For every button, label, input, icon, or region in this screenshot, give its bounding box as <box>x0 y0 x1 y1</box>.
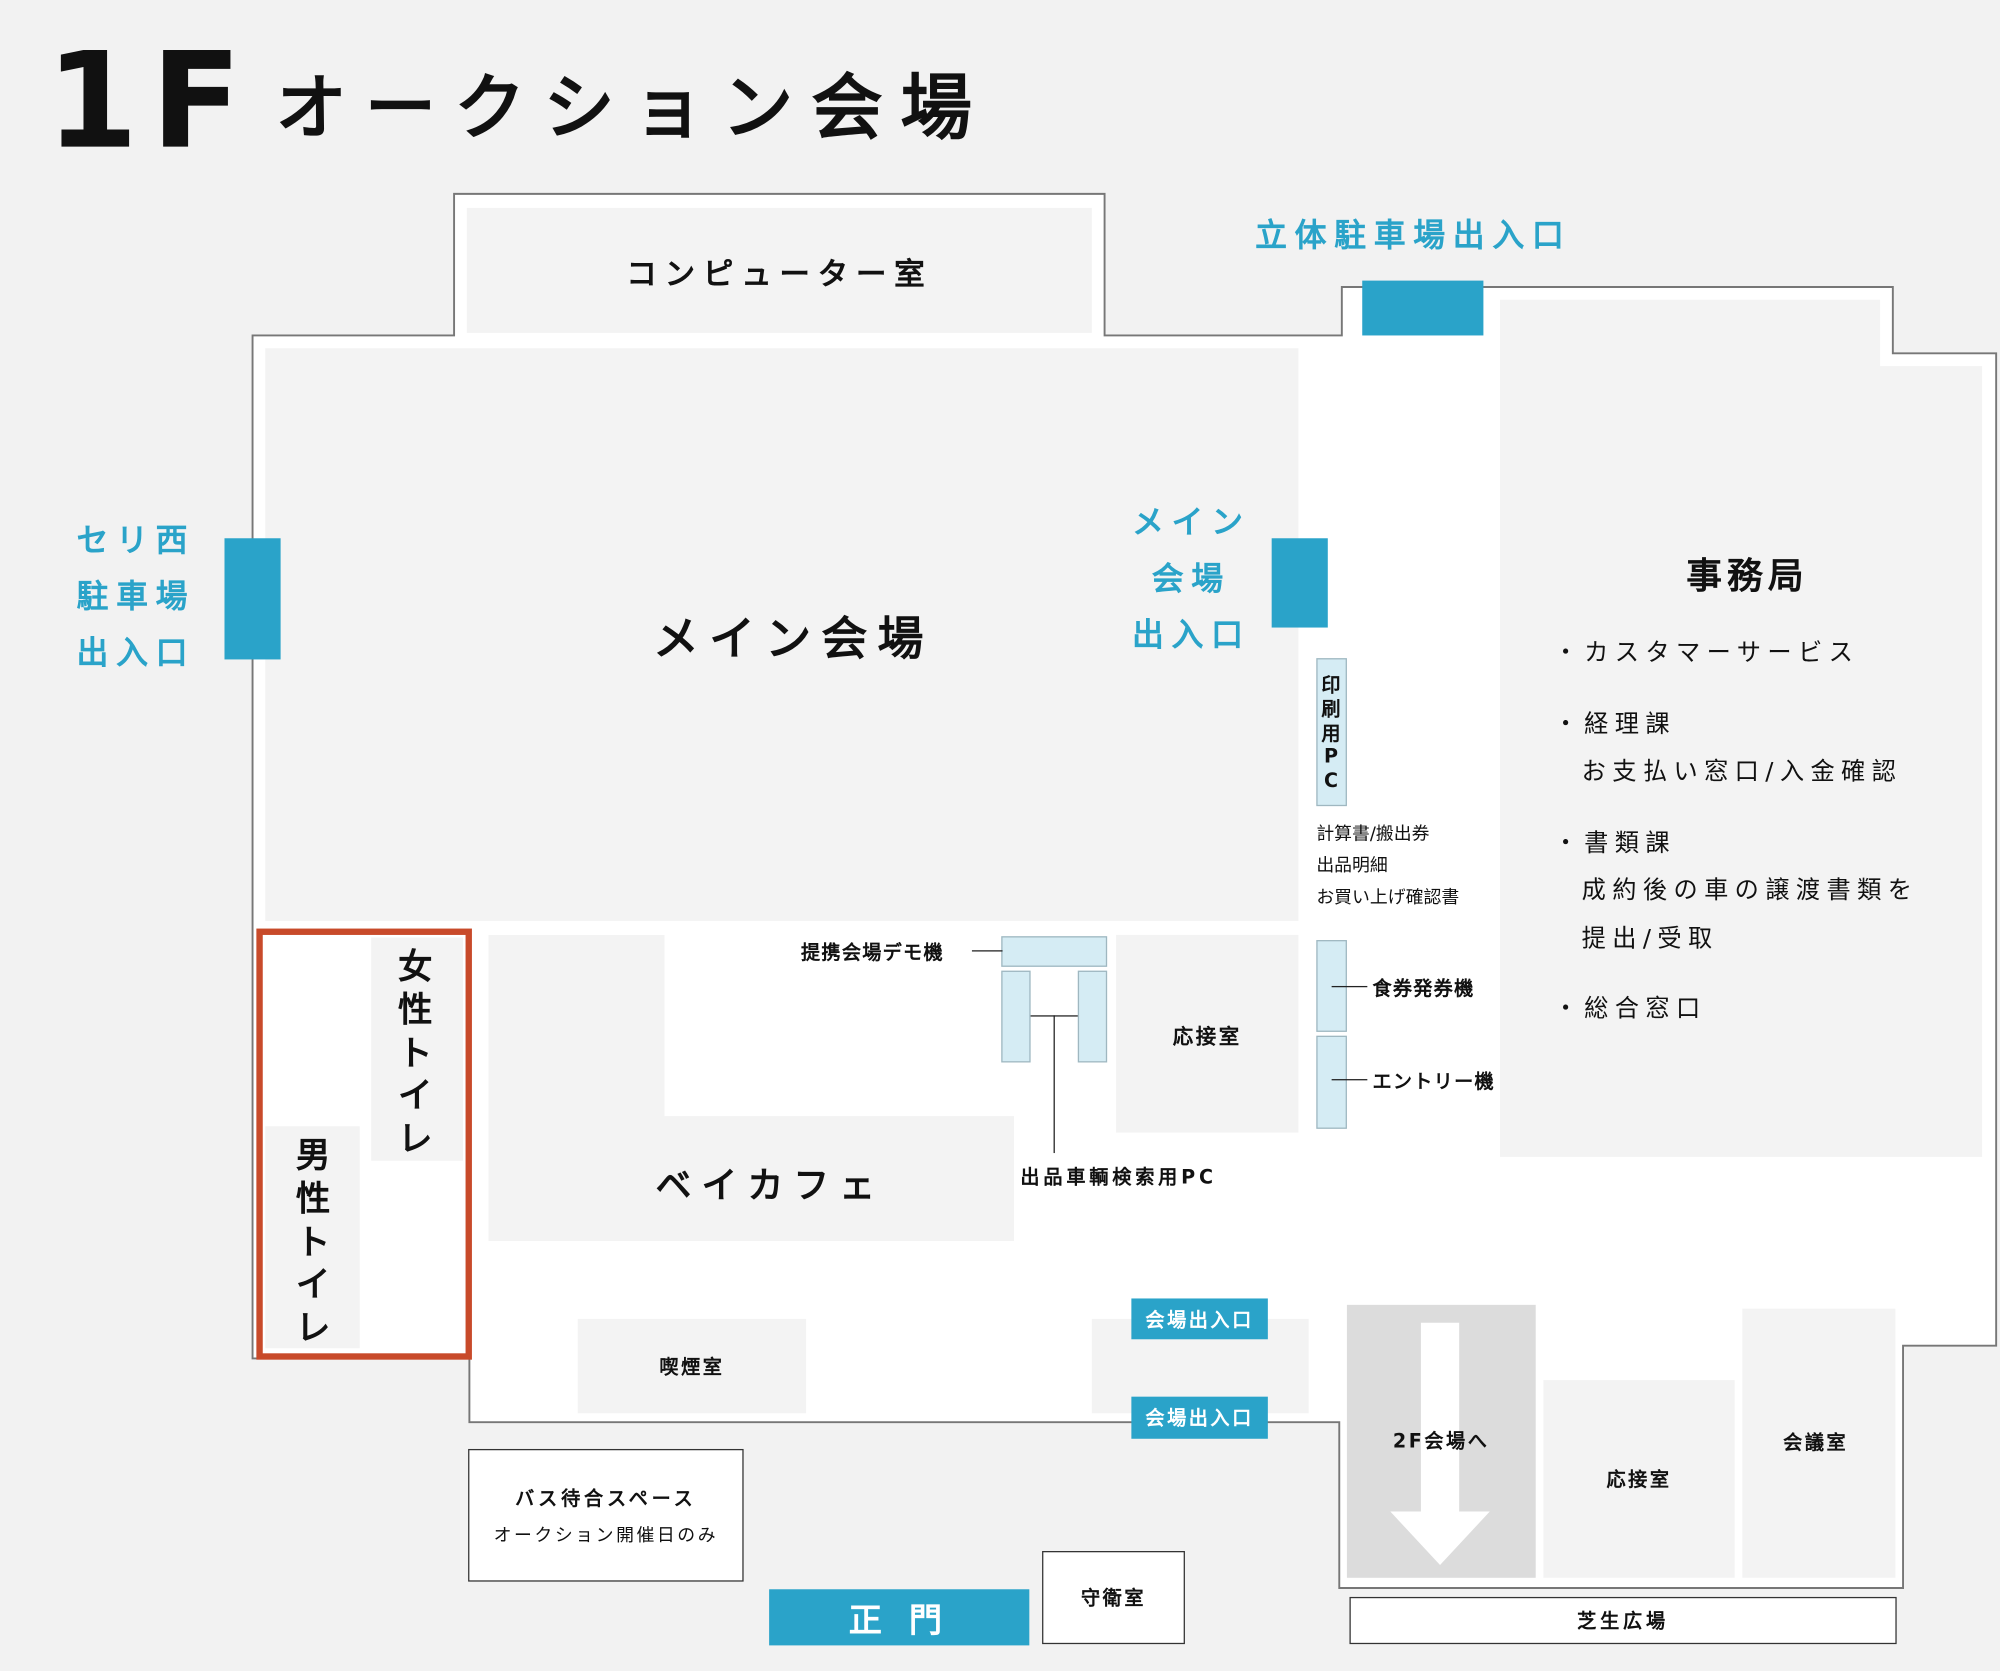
meal-ticket-label: 食券発券機 <box>1372 977 1475 1000</box>
main-hall-entrance[interactable] <box>1271 538 1328 628</box>
arrow-down-icon <box>1390 1322 1490 1566</box>
meal-ticket-machine <box>1316 940 1347 1032</box>
men-toilet-label: 男性トイレ <box>295 1136 331 1349</box>
reception-room-2: 応接室 <box>1543 1380 1735 1578</box>
floor-number: 1F <box>45 22 255 179</box>
office-service: ・総合窓口 <box>1553 994 1707 1023</box>
leader-line <box>1331 1079 1368 1081</box>
entry-machine-label: エントリー機 <box>1372 1070 1495 1094</box>
women-toilet <box>371 937 464 1161</box>
print-docs: 計算書/搬出券 出品明細 お買い上げ確認書 <box>1316 819 1459 915</box>
office-service: お支払い窓口/入金確認 <box>1581 757 1903 786</box>
map-title: オークション会場 <box>275 67 990 151</box>
guard-room: 守衛室 <box>1042 1551 1185 1645</box>
leader-line <box>971 950 1003 952</box>
guard-room-label: 守衛室 <box>1080 1586 1147 1610</box>
west-line: 出入口 <box>76 633 196 671</box>
men-toilet <box>265 1126 360 1349</box>
bus-waiting-label: バス待合スペース <box>515 1486 697 1510</box>
stairs-label: 2F会場へ <box>1392 1429 1490 1453</box>
print-doc: 出品明細 <box>1316 855 1388 877</box>
print-pc-label: 印刷用PC <box>1321 673 1341 793</box>
computer-room-label: コンピューター室 <box>626 255 933 292</box>
west-parking-entrance[interactable] <box>224 538 281 660</box>
main-hall-label: メイン会場 <box>653 613 934 666</box>
reception-room-1-label: 応接室 <box>1172 1023 1242 1048</box>
lawn-plaza-label: 芝生広場 <box>1577 1609 1669 1633</box>
bus-waiting-area: バス待合スペース オークション開催日のみ <box>468 1448 744 1582</box>
print-doc: 計算書/搬出券 <box>1316 823 1430 845</box>
office-service: ・カスタマーサービス <box>1553 639 1860 668</box>
meeting-room: 会議室 <box>1742 1308 1896 1578</box>
demo-machine-label: 提携会場デモ機 <box>801 941 944 965</box>
main-gate[interactable]: 正 門 <box>769 1589 1030 1646</box>
main-line: 出入口 <box>1131 616 1251 654</box>
print-pc <box>1316 658 1347 807</box>
west-line: セリ西 <box>76 521 196 559</box>
reception-room-2-label: 応接室 <box>1606 1468 1672 1492</box>
stairs-to-2f[interactable]: 2F会場へ <box>1346 1304 1536 1578</box>
office-service: 提出/受取 <box>1581 924 1719 953</box>
demo-machine <box>1001 936 1108 967</box>
women-toilet-label: 女性トイレ <box>397 947 433 1160</box>
main-line: メイン <box>1131 503 1251 541</box>
office-service: 成約後の車の譲渡書類を <box>1581 876 1919 905</box>
leader-line <box>1053 1015 1055 1154</box>
west-line: 駐車場 <box>76 577 196 615</box>
smoking-room: 喫煙室 <box>577 1318 807 1414</box>
smoking-room-label: 喫煙室 <box>659 1355 725 1379</box>
search-pc-right <box>1077 970 1108 1063</box>
toilet-highlight <box>256 928 472 1360</box>
office-service: ・経理課 <box>1553 710 1677 739</box>
search-pc-left <box>1001 970 1031 1063</box>
bus-waiting-note: オークション開催日のみ <box>493 1524 719 1546</box>
lawn-plaza: 芝生広場 <box>1349 1596 1897 1645</box>
meeting-room-label: 会議室 <box>1783 1431 1849 1455</box>
search-pc-label: 出品車輌検索用PC <box>1020 1165 1217 1189</box>
main-hall-entrance-label: メイン 会場 出入口 <box>1128 495 1256 663</box>
main-hall <box>265 348 1299 921</box>
cafe-label: ベイカフェ <box>655 1164 886 1207</box>
entry-machine <box>1316 1035 1347 1129</box>
main-line: 会場 <box>1151 559 1231 597</box>
leader-line <box>1331 985 1368 988</box>
office-label: 事務局 <box>1686 554 1809 597</box>
west-parking-entrance-label: セリ西 駐車場 出入口 <box>77 513 196 681</box>
venue-entrance-2[interactable]: 会場出入口 <box>1131 1396 1268 1439</box>
parking-garage-entrance[interactable] <box>1362 280 1484 336</box>
computer-room: コンピューター室 <box>466 207 1092 333</box>
reception-room-1: 応接室 <box>1116 934 1299 1133</box>
office-service: ・書類課 <box>1553 829 1677 858</box>
parking-garage-entrance-label: 立体駐車場出入口 <box>1255 216 1572 254</box>
print-doc: お買い上げ確認書 <box>1316 887 1460 909</box>
venue-entrance-1[interactable]: 会場出入口 <box>1131 1298 1268 1340</box>
